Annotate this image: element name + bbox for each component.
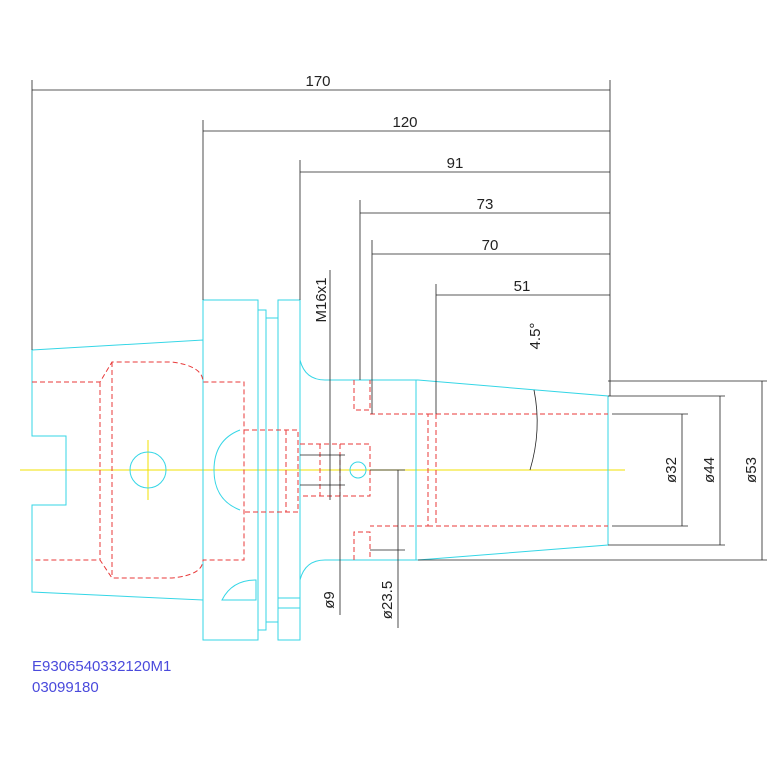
thread-label: M16x1 <box>313 277 330 322</box>
taper-angle-arc <box>529 389 538 471</box>
part-code-line1: E9306540332120M1 <box>32 658 171 675</box>
dim-73: 73 <box>477 196 494 213</box>
dim-dia-53: ø53 <box>743 457 760 483</box>
length-dimensions <box>31 80 611 414</box>
dim-120: 120 <box>392 114 417 131</box>
part-code-line2: 03099180 <box>32 679 99 696</box>
dim-dia-9: ø9 <box>321 591 338 609</box>
part-outline <box>31 299 609 641</box>
dim-dia-32: ø32 <box>663 457 680 483</box>
dim-dia-23-5: ø23.5 <box>379 581 396 619</box>
diameter-dimensions-right <box>418 380 767 561</box>
diameter-dimensions-bottom <box>300 454 405 628</box>
dim-70: 70 <box>482 237 499 254</box>
dim-dia-44: ø44 <box>701 457 718 483</box>
dim-91: 91 <box>447 155 464 172</box>
dim-51: 51 <box>514 278 531 295</box>
taper-angle-label: 4.5° <box>527 323 544 350</box>
dim-170: 170 <box>305 73 330 90</box>
